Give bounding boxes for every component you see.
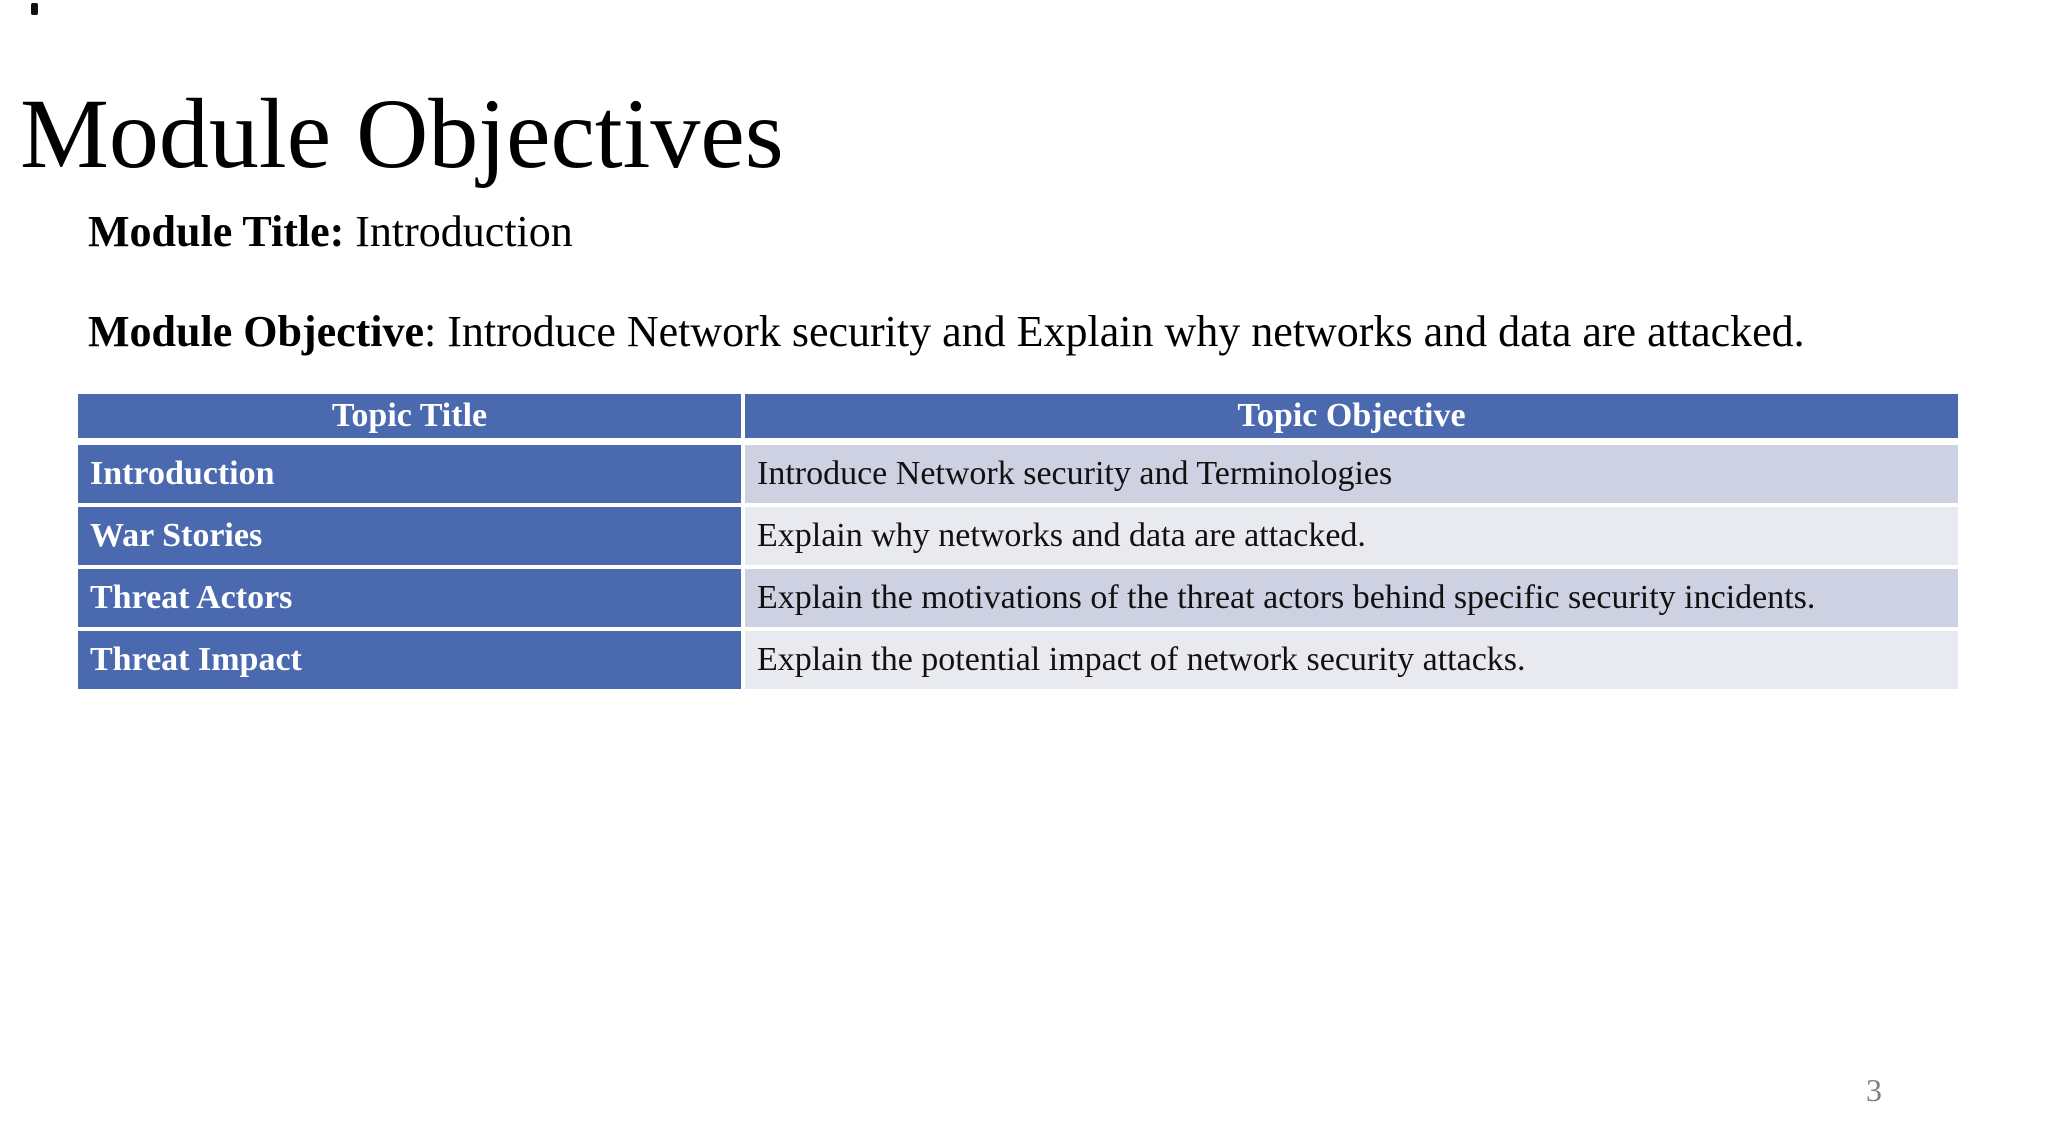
table-row-objective: Explain the potential impact of network … [745, 631, 1958, 689]
table-row-title: Threat Actors [78, 569, 741, 627]
table-row-objective: Explain the motivations of the threat ac… [745, 569, 1958, 627]
table-row-objective: Explain why networks and data are attack… [745, 507, 1958, 565]
table-row-title: Threat Impact [78, 631, 741, 689]
corner-artifact-mark [31, 3, 38, 15]
table-row-objective: Introduce Network security and Terminolo… [745, 445, 1958, 503]
table-row-title: Introduction [78, 445, 741, 503]
table-header-topic-title: Topic Title [78, 394, 741, 438]
module-objective-label: Module Objective [88, 306, 425, 356]
table-header-topic-objective: Topic Objective [745, 394, 1958, 438]
table-row-title: War Stories [78, 507, 741, 565]
topics-table: Topic Title Topic Objective Introduction… [78, 394, 1958, 689]
module-objective-line: Module Objective: Introduce Network secu… [44, 256, 1805, 408]
slide-title: Module Objectives [20, 78, 784, 189]
module-title-label: Module Title: [88, 206, 345, 256]
module-title-value: Introduction [344, 206, 573, 256]
module-objective-value: : Introduce Network security and Explain… [424, 306, 1805, 356]
module-title-line: Module Title: Introduction [44, 156, 573, 308]
page-number: 3 [1866, 1072, 1882, 1108]
